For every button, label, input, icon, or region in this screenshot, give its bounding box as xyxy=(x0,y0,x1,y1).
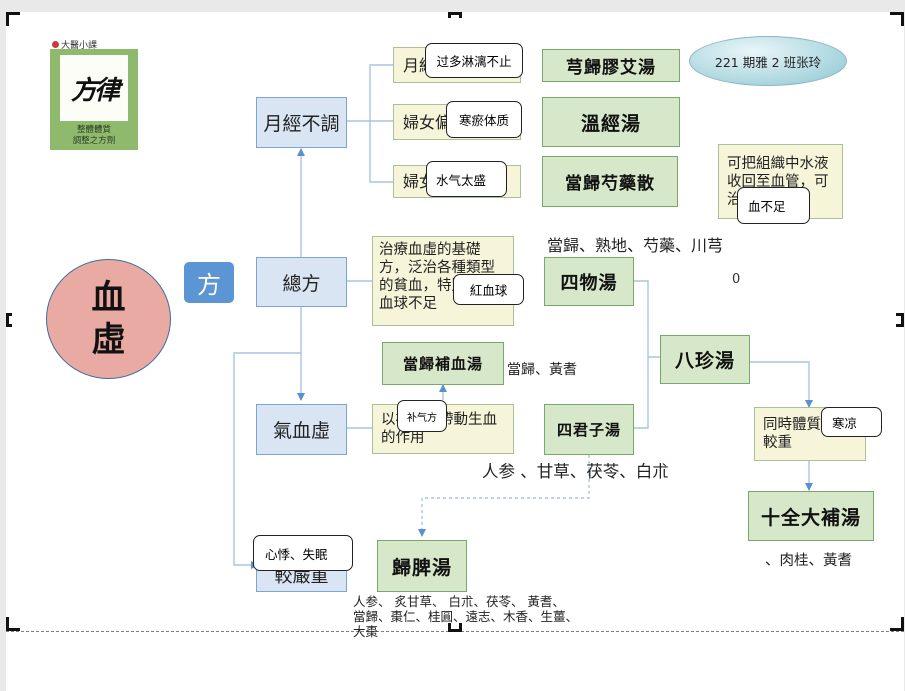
callout-hanliang[interactable]: 寒凉 xyxy=(821,407,882,437)
edge-to-bazhen xyxy=(634,280,660,429)
logo-calligraphy: 方律 xyxy=(70,75,120,106)
logo-subtitle: 整體體質 調整之方劑 xyxy=(72,125,116,146)
edge-yuejing-branches xyxy=(346,64,393,183)
logo-label-text: 大醫小課 xyxy=(61,40,98,51)
edge-sijunzi-guipi xyxy=(418,455,590,537)
callout-shuiqi[interactable]: 水气太盛 xyxy=(426,161,507,197)
stray-mark: 0 xyxy=(732,272,741,287)
author-badge[interactable]: 221 期雅 2 班张玲 xyxy=(689,36,847,86)
node-zongfang[interactable]: 總方 xyxy=(256,257,347,307)
logo-seal-icon xyxy=(52,40,59,48)
node-bazhen[interactable]: 八珍湯 xyxy=(660,335,750,384)
label-shiquan-herbs: 、肉桂、黃耆 xyxy=(765,553,852,569)
resize-handle-bottom-center[interactable] xyxy=(448,623,462,632)
node-danggui-buxue[interactable]: 當歸補血湯 xyxy=(382,342,504,385)
resize-handle-top-left[interactable] xyxy=(6,12,20,26)
callout-buqifang[interactable]: 补气方 xyxy=(397,400,447,432)
node-shiquan[interactable]: 十全大補湯 xyxy=(748,491,874,541)
resize-handle-top-center[interactable] xyxy=(448,12,462,18)
logo-calligraphy-panel: 方律 xyxy=(60,55,128,121)
node-qixue[interactable]: 氣血虛 xyxy=(256,404,347,455)
fang-tag[interactable]: 方 xyxy=(184,262,234,303)
main-topic-text: 血 虛 xyxy=(91,278,126,360)
callout-xinji[interactable]: 心悸、失眠 xyxy=(253,535,353,571)
author-badge-text: 221 期雅 2 班张玲 xyxy=(714,54,822,70)
label-siwu-herbs: 當歸、熟地、芍藥、川芎 xyxy=(547,236,724,255)
node-sijunzi[interactable]: 四君子湯 xyxy=(544,404,634,455)
callout-xuebuzu[interactable]: 血不足 xyxy=(737,187,810,224)
resize-handle-bottom-left[interactable] xyxy=(6,617,20,631)
node-qiongui[interactable]: 芎歸膠艾湯 xyxy=(542,49,680,82)
resize-handle-left-center[interactable] xyxy=(6,313,12,327)
edge-bazhen-tongshi xyxy=(750,361,813,408)
logo-label: 大醫小課 xyxy=(52,37,112,51)
label-guipi-herbs: 人参、 炙甘草、 白朮、茯苓、 黃耆、 當歸、棗仁、桂圓、遠志、木香、生薑、 大… xyxy=(353,594,579,639)
main-topic-circle[interactable]: 血 虛 xyxy=(46,259,171,379)
node-siwu[interactable]: 四物湯 xyxy=(544,257,634,306)
node-danggui-shaoyao[interactable]: 當歸芍藥散 xyxy=(542,156,678,207)
resize-handle-right-center[interactable] xyxy=(896,313,904,327)
callout-hanyu[interactable]: 寒瘀体质 xyxy=(446,101,522,138)
callout-guoduo[interactable]: 过多淋漓不止 xyxy=(425,43,523,78)
edge-zongfang-jiao xyxy=(233,352,301,569)
node-wenjing[interactable]: 溫經湯 xyxy=(542,97,680,147)
label-danggui-buxue-herbs: 當歸、黃耆 xyxy=(507,362,577,378)
resize-handle-bottom-right[interactable] xyxy=(890,617,904,631)
node-yuejing[interactable]: 月經不調 xyxy=(256,97,347,148)
callout-hongxueqiu[interactable]: 紅血球 xyxy=(453,274,524,305)
node-guipi[interactable]: 歸脾湯 xyxy=(377,540,467,592)
label-sijunzi-herbs: 人参 、甘草、茯苓、白朮 xyxy=(482,462,669,481)
fang-tag-text: 方 xyxy=(197,271,221,299)
resize-handle-top-right[interactable] xyxy=(890,12,904,26)
logo-image: 方律 整體體質 調整之方劑 xyxy=(50,49,138,150)
slide-bottom-area xyxy=(6,632,904,691)
